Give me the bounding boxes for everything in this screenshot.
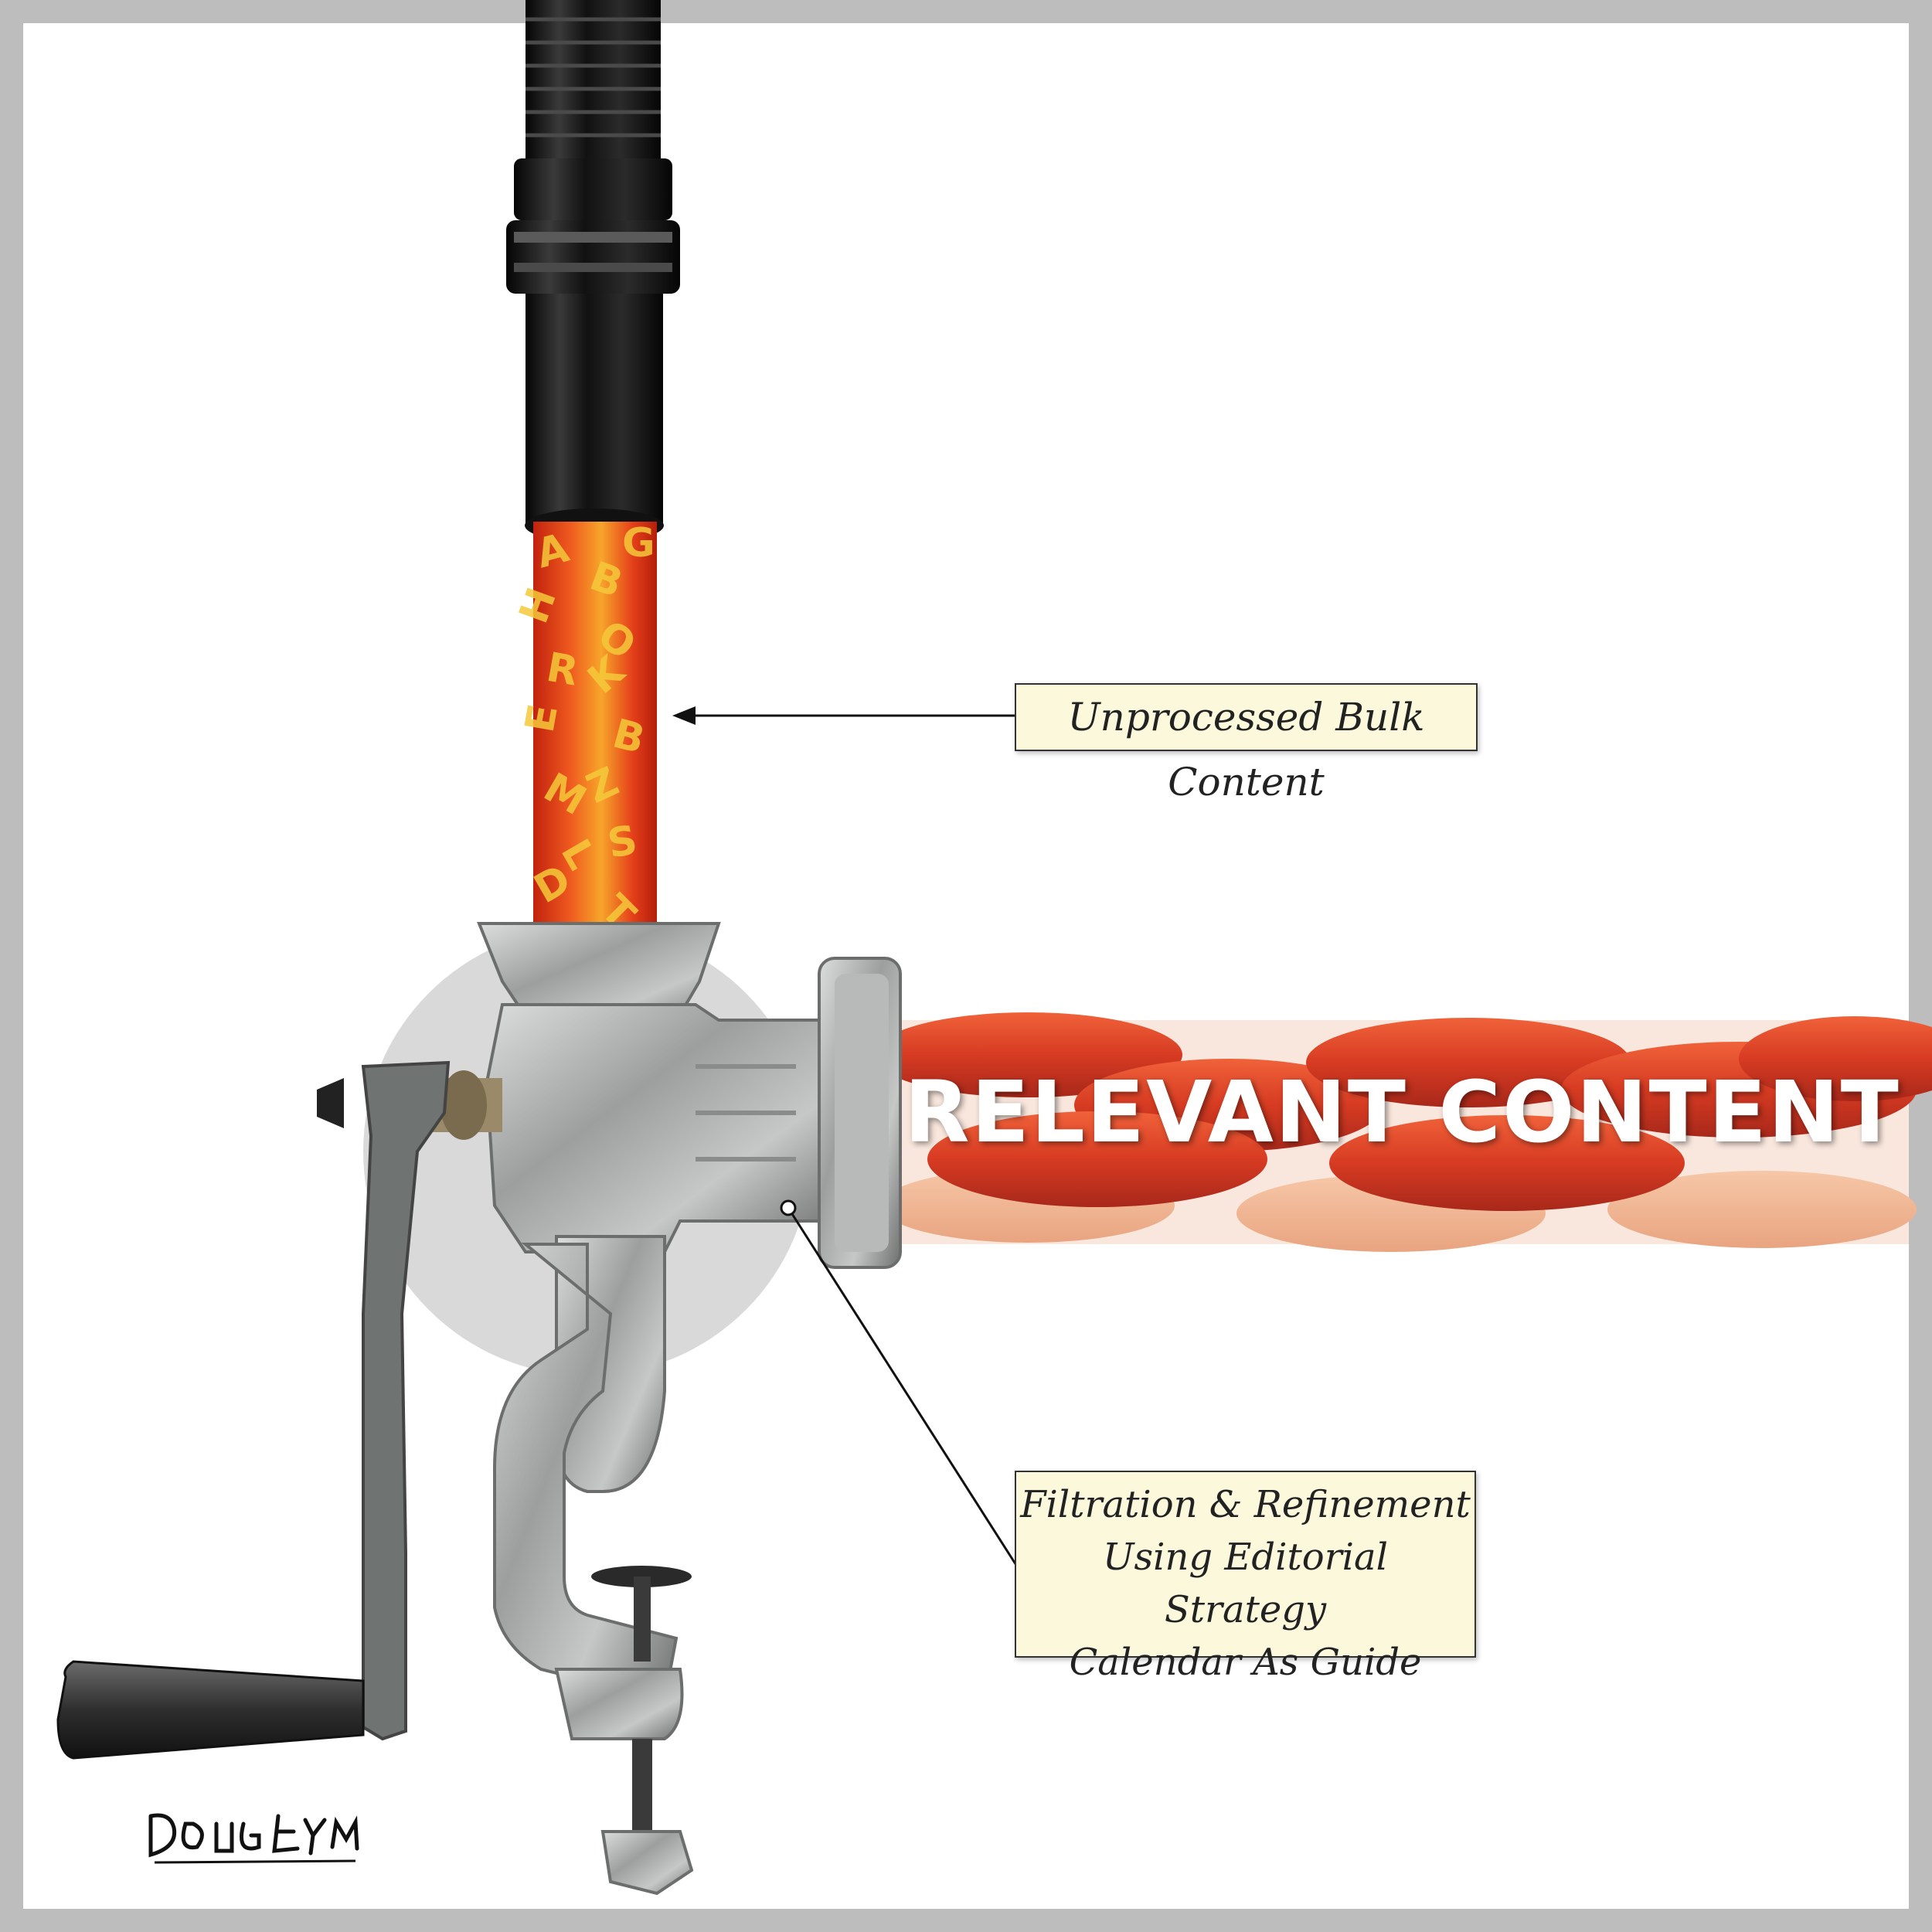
svg-text:G: G <box>622 520 655 566</box>
callout-leader-input <box>672 706 1015 725</box>
relevant-content-headline: RELEVANT CONTENT <box>904 1063 1900 1162</box>
callout-line-2: Using Editorial Strategy <box>1103 1536 1388 1631</box>
vacuum-hose-icon <box>506 0 680 543</box>
meat-grinder-icon <box>56 922 902 1896</box>
sausage-chain-icon <box>873 1012 1932 1252</box>
callout-filtration-process: Filtration & Refinement Using Editorial … <box>1015 1471 1476 1684</box>
canvas-background <box>23 23 1909 1909</box>
callout-unprocessed-content: Unprocessed Bulk Content <box>1015 683 1478 804</box>
callout-line-1: Filtration & Refinement <box>1020 1483 1471 1526</box>
artist-signature <box>148 1813 359 1864</box>
callout-leader-process <box>780 1199 1020 1570</box>
bulk-content-tube: A B G H O R K E B M Z L S D T <box>511 520 657 939</box>
callout-line-3: Calendar As Guide <box>1069 1641 1422 1684</box>
